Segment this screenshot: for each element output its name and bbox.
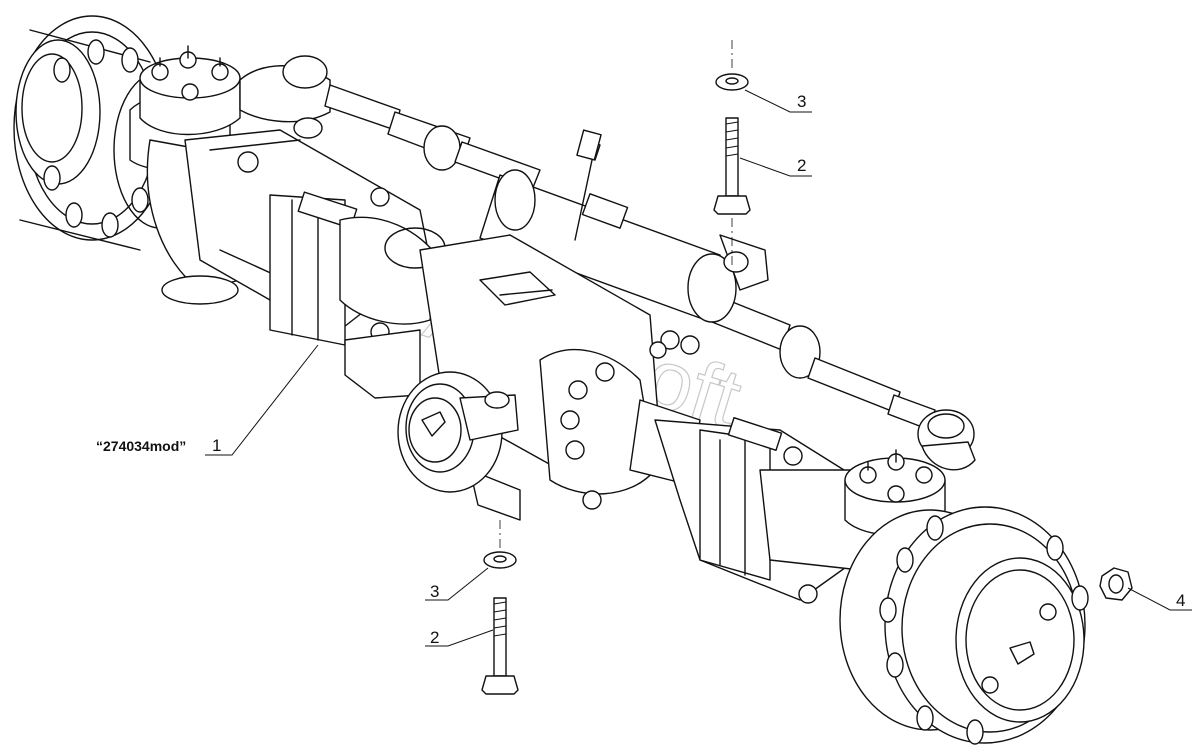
axle-housing [184, 129, 446, 399]
right-wheel-hub [839, 506, 1089, 745]
callout-screw-top: 2 [797, 156, 806, 175]
leader-lines [205, 89, 1192, 647]
steering-cylinder [479, 129, 769, 323]
callout-nut: 4 [1176, 591, 1185, 610]
callout-assembly-number: 1 [212, 436, 221, 455]
callout-washer-bottom: 3 [430, 582, 439, 601]
callout-assembly-ref: “274034mod” [96, 438, 186, 454]
top-screw [713, 117, 751, 215]
bottom-screw [481, 597, 519, 695]
nut [1099, 567, 1133, 601]
callout-washer-top: 3 [797, 92, 806, 111]
callout-screw-bottom: 2 [430, 628, 439, 647]
top-washer [715, 73, 749, 91]
bottom-washer [483, 551, 517, 569]
input-flange [397, 371, 519, 493]
